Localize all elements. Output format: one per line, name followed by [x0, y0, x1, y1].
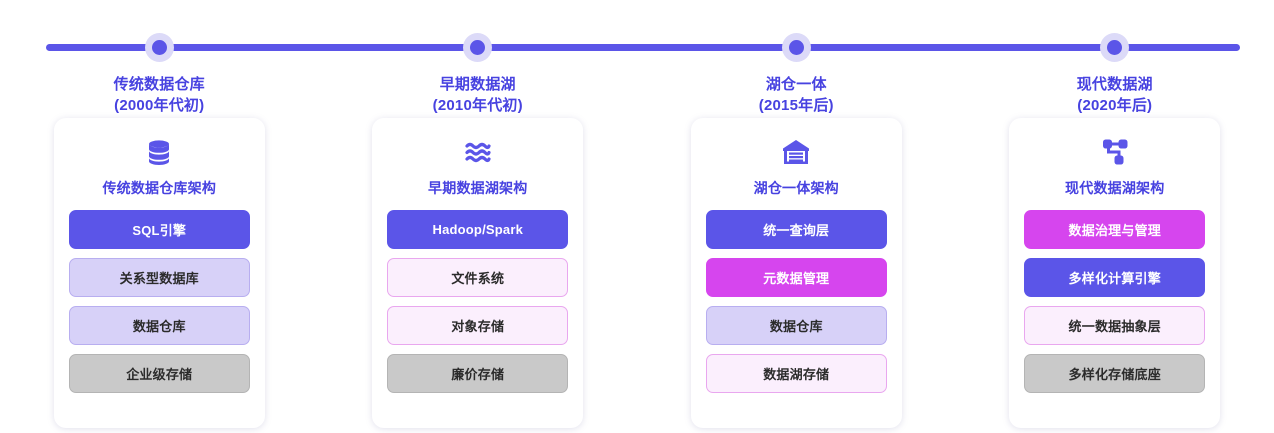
timeline-node-dot-2[interactable]: [463, 33, 493, 62]
layer-item[interactable]: 数据湖存储: [705, 354, 887, 393]
timeline-label-3: 湖仓一体 (2015年后): [637, 74, 956, 116]
layer-stack-1: SQL引擎 关系型数据库 数据仓库 企业级存储: [68, 210, 250, 393]
card-column-2: 早期数据湖架构 Hadoop/Spark 文件系统 对象存储 廉价存储: [319, 118, 638, 428]
layer-item[interactable]: 元数据管理: [705, 258, 887, 297]
timeline-node-row: 传统数据仓库 (2000年代初) 早期数据湖 (2010年代初) 湖仓一体 (2…: [0, 0, 1274, 114]
timeline-stage-name-1: 传统数据仓库: [113, 76, 205, 93]
timeline-stage-4[interactable]: 现代数据湖 (2020年后): [956, 0, 1274, 114]
water-waves-icon: [461, 135, 495, 169]
layer-item[interactable]: 企业级存储: [68, 354, 250, 393]
timeline-stage-era-3: (2015年后): [758, 97, 834, 114]
timeline-stage-era-2: (2010年代初): [432, 97, 523, 114]
layer-stack-3: 统一查询层 元数据管理 数据仓库 数据湖存储: [705, 210, 887, 393]
architecture-card-2[interactable]: 早期数据湖架构 Hadoop/Spark 文件系统 对象存储 廉价存储: [372, 118, 584, 428]
warehouse-icon: [779, 135, 813, 169]
timeline-node-dot-4[interactable]: [1100, 33, 1130, 62]
card-title-1: 传统数据仓库架构: [102, 180, 217, 196]
timeline-node-dot-1[interactable]: [144, 33, 174, 62]
timeline-axis-line: [46, 44, 1240, 51]
architecture-card-3[interactable]: 湖仓一体架构 统一查询层 元数据管理 数据仓库 数据湖存储: [690, 118, 902, 428]
layer-item[interactable]: 廉价存储: [387, 354, 569, 393]
timeline-stage-1[interactable]: 传统数据仓库 (2000年代初): [0, 0, 319, 114]
layer-item[interactable]: 统一数据抽象层: [1024, 306, 1206, 345]
timeline-stage-name-4: 现代数据湖: [1076, 76, 1153, 93]
card-column-4: 现代数据湖架构 数据治理与管理 多样化计算引擎 统一数据抽象层 多样化存储底座: [956, 118, 1274, 428]
card-title-2: 早期数据湖架构: [428, 180, 528, 196]
layer-item[interactable]: 数据仓库: [705, 306, 887, 345]
timeline-stage-name-2: 早期数据湖: [439, 76, 516, 93]
architecture-card-4[interactable]: 现代数据湖架构 数据治理与管理 多样化计算引擎 统一数据抽象层 多样化存储底座: [1009, 118, 1221, 428]
card-title-3: 湖仓一体架构: [753, 180, 839, 196]
layer-stack-4: 数据治理与管理 多样化计算引擎 统一数据抽象层 多样化存储底座: [1024, 210, 1206, 393]
database-cylinder-icon: [142, 135, 176, 169]
timeline-label-4: 现代数据湖 (2020年后): [956, 74, 1274, 116]
timeline-stage-era-1: (2000年代初): [114, 97, 205, 114]
layer-item[interactable]: SQL引擎: [68, 210, 250, 249]
card-column-3: 湖仓一体架构 统一查询层 元数据管理 数据仓库 数据湖存储: [637, 118, 956, 428]
timeline-stage-era-4: (2020年后): [1077, 97, 1153, 114]
share-network-icon: [1098, 135, 1132, 169]
layer-item[interactable]: 文件系统: [387, 258, 569, 297]
timeline-stage-3[interactable]: 湖仓一体 (2015年后): [637, 0, 956, 114]
timeline-label-2: 早期数据湖 (2010年代初): [319, 74, 638, 116]
timeline-stage-2[interactable]: 早期数据湖 (2010年代初): [319, 0, 638, 114]
architecture-card-1[interactable]: 传统数据仓库架构 SQL引擎 关系型数据库 数据仓库 企业级存储: [53, 118, 265, 428]
architecture-card-row: 传统数据仓库架构 SQL引擎 关系型数据库 数据仓库 企业级存储: [0, 118, 1274, 428]
layer-item[interactable]: Hadoop/Spark: [387, 210, 569, 249]
layer-item[interactable]: 数据仓库: [68, 306, 250, 345]
card-column-1: 传统数据仓库架构 SQL引擎 关系型数据库 数据仓库 企业级存储: [0, 118, 319, 428]
layer-item[interactable]: 多样化存储底座: [1024, 354, 1206, 393]
card-title-4: 现代数据湖架构: [1065, 180, 1165, 196]
layer-item[interactable]: 统一查询层: [705, 210, 887, 249]
layer-item[interactable]: 对象存储: [387, 306, 569, 345]
layer-item[interactable]: 多样化计算引擎: [1024, 258, 1206, 297]
layer-stack-2: Hadoop/Spark 文件系统 对象存储 廉价存储: [387, 210, 569, 393]
layer-item[interactable]: 关系型数据库: [68, 258, 250, 297]
timeline-stage-name-3: 湖仓一体: [765, 76, 827, 93]
timeline-node-dot-3[interactable]: [781, 33, 811, 62]
layer-item[interactable]: 数据治理与管理: [1024, 210, 1206, 249]
timeline-label-1: 传统数据仓库 (2000年代初): [0, 74, 319, 116]
